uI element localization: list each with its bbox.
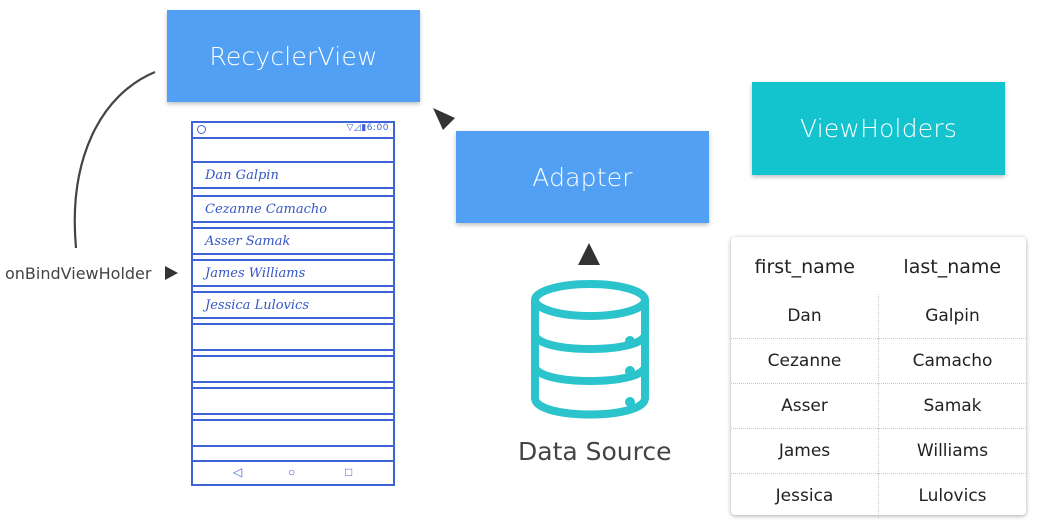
phone-nav-bar: ◁ ○ □: [193, 460, 393, 484]
list-item-empty: [193, 419, 393, 447]
table-cell: Williams: [878, 428, 1026, 474]
table-cell: James: [731, 428, 879, 474]
table-row: Asser Samak: [731, 383, 1026, 429]
table-cell: Jessica: [731, 473, 879, 518]
recyclerview-box: RecyclerView: [167, 10, 420, 102]
table-cell: Camacho: [878, 338, 1026, 384]
data-table-card: first_name last_name Dan Galpin Cezanne …: [731, 237, 1026, 518]
adapter-to-recyclerview-arrow: [433, 108, 455, 130]
column-header: first_name: [754, 256, 855, 278]
list-item: Cezanne Camacho: [193, 195, 393, 223]
viewholders-box: ViewHolders: [752, 82, 1005, 175]
database-dots: [625, 336, 635, 407]
list-item: Dan Galpin: [193, 161, 393, 189]
adapter-label: Adapter: [532, 162, 633, 192]
table-row: Dan Galpin: [731, 294, 1026, 339]
list-item-empty: [193, 387, 393, 415]
table-cell: Dan: [731, 294, 879, 339]
onbind-arrow: [165, 266, 178, 280]
viewholders-label: ViewHolders: [799, 114, 958, 143]
table-row: Cezanne Camacho: [731, 338, 1026, 384]
list-item: James Williams: [193, 259, 393, 287]
list-item-empty: [193, 323, 393, 351]
column-header: last_name: [903, 256, 1002, 278]
status-icons: ▽◿▮6:00: [346, 123, 389, 133]
on-bind-view-holder-label: onBindViewHolder: [5, 264, 152, 283]
phone-mockup: ▽◿▮6:00 Dan Galpin Cezanne Camacho Asser…: [191, 121, 395, 486]
list-item: Jessica Lulovics: [193, 291, 393, 319]
table-cell: Lulovics: [878, 473, 1026, 518]
table-row: Jessica Lulovics: [731, 473, 1026, 518]
table-cell: Asser: [731, 383, 879, 429]
adapter-box: Adapter: [456, 131, 709, 223]
camera-icon: [197, 125, 206, 134]
recyclerview-label: RecyclerView: [209, 41, 378, 71]
list-item-empty: [193, 355, 393, 383]
list-item: Asser Samak: [193, 227, 393, 255]
table-cell: Galpin: [925, 306, 980, 326]
phone-status-bar: ▽◿▮6:00: [193, 123, 393, 139]
table-header-row: first_name last_name: [731, 237, 1026, 294]
database-icon: [531, 280, 649, 419]
data-table: first_name last_name Dan Galpin Cezanne …: [731, 237, 1026, 518]
table-row: James Williams: [731, 428, 1026, 474]
table-cell: Samak: [878, 383, 1026, 429]
datasource-to-adapter-arrow: [578, 243, 600, 265]
table-cell: Cezanne: [731, 338, 879, 384]
recents-icon: □: [345, 465, 353, 479]
bind-curve: [73, 70, 156, 249]
home-icon: ○: [288, 465, 296, 479]
data-source-label: Data Source: [518, 437, 672, 466]
back-icon: ◁: [233, 465, 243, 479]
